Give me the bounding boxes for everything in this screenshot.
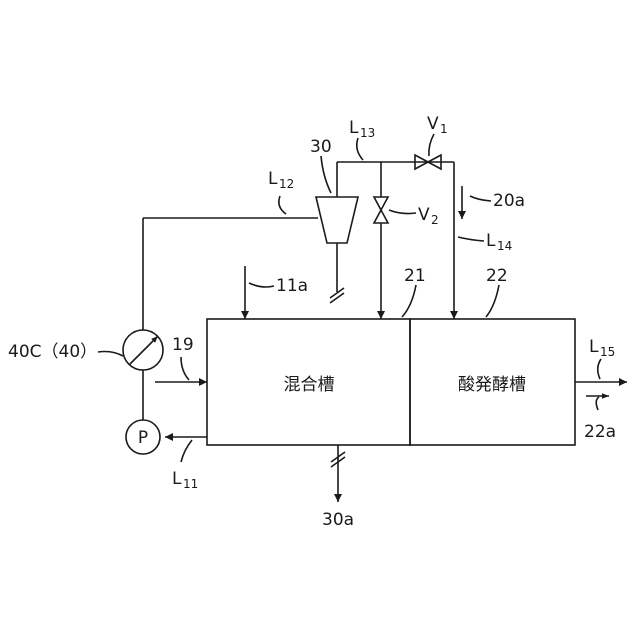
label-l14-sub: 14: [497, 239, 512, 253]
leader-19: [181, 357, 189, 380]
label-l11-sub: 11: [183, 477, 198, 491]
label-l12: L: [268, 169, 278, 189]
leader-l11: [181, 440, 192, 462]
valve-v2: [374, 197, 388, 223]
label-11a: 11a: [276, 276, 308, 296]
label-v2: V: [418, 205, 430, 225]
label-l15: L: [589, 337, 599, 357]
leader-20a: [470, 196, 491, 201]
pump-label: P: [138, 428, 148, 448]
label-30a: 30a: [322, 510, 354, 530]
label-40c: 40C（40）: [8, 342, 97, 362]
label-v1-sub: 1: [440, 122, 448, 136]
flow-meter-arrow: [130, 336, 158, 364]
label-19: 19: [172, 335, 194, 355]
label-l13: L: [349, 118, 359, 138]
label-30: 30: [310, 137, 332, 157]
leader-l12: [279, 196, 286, 214]
label-20a: 20a: [493, 191, 525, 211]
label-l12-sub: 12: [279, 177, 294, 191]
leader-22a: [596, 397, 599, 410]
leader-v1: [429, 134, 434, 156]
leader-l15: [598, 359, 601, 379]
device-30: [316, 197, 358, 243]
leader-v2: [389, 210, 416, 214]
label-l13-sub: 13: [360, 126, 375, 140]
mixing-tank-label: 混合槽: [284, 375, 335, 395]
leader-l13: [357, 138, 363, 160]
label-l15-sub: 15: [600, 345, 615, 359]
label-v1: V: [427, 114, 439, 134]
leader-40c: [98, 352, 123, 357]
leader-l14: [458, 237, 484, 241]
device-30-break-b: [330, 293, 344, 303]
leader-22: [486, 285, 499, 317]
label-21: 21: [404, 266, 426, 286]
label-22: 22: [486, 266, 508, 286]
label-l14: L: [486, 231, 496, 251]
leader-30: [321, 156, 331, 193]
leader-21: [402, 285, 416, 317]
label-v2-sub: 2: [431, 213, 439, 227]
leader-11a: [249, 283, 274, 287]
label-l11: L: [172, 469, 182, 489]
acid-fermentation-tank-label: 酸発酵槽: [458, 375, 526, 395]
label-22a: 22a: [584, 422, 616, 442]
